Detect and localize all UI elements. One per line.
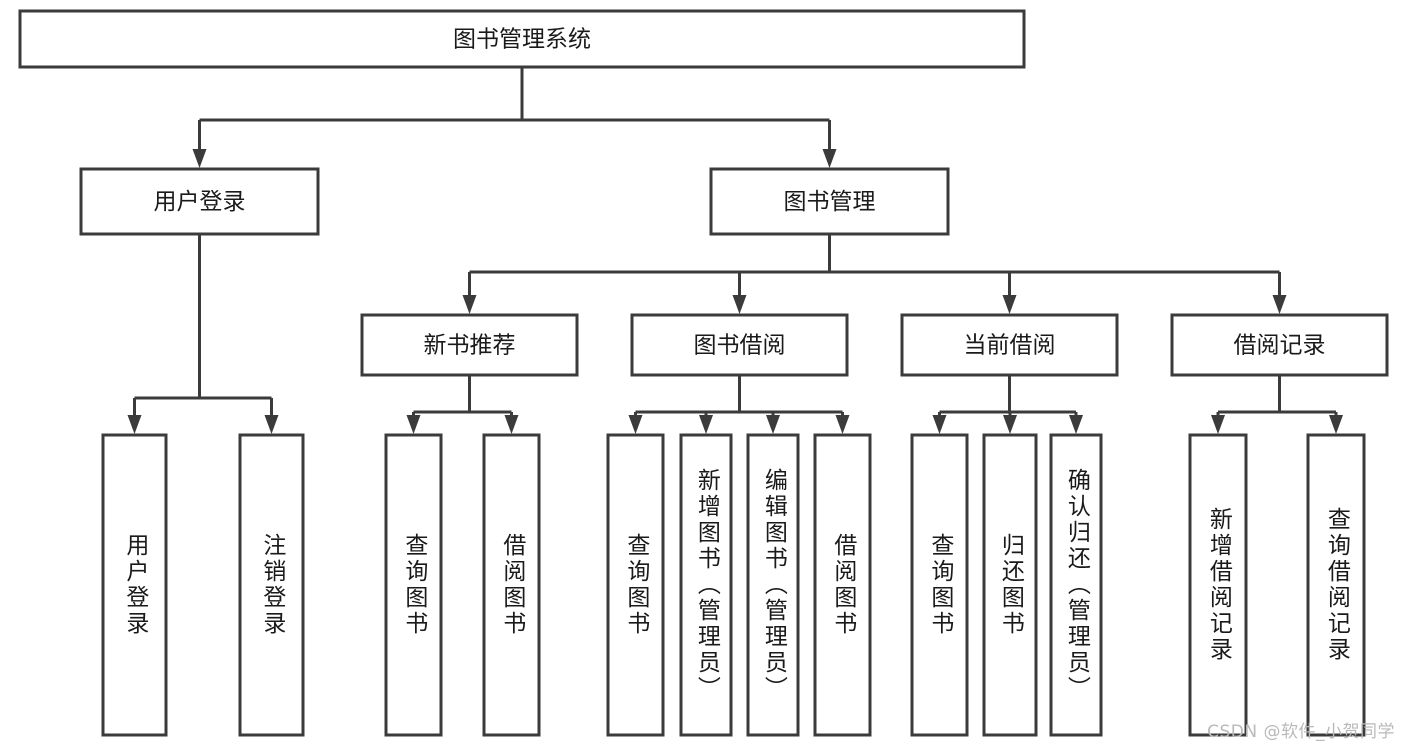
node-level3-2[interactable] bbox=[900, 313, 1119, 377]
arrow-head-icon-leaf-2 bbox=[406, 415, 421, 434]
node-level3-label-3: 借阅记录 bbox=[1234, 333, 1326, 359]
arrow-head-icon-leaf-4 bbox=[628, 415, 643, 434]
arrow-head-icon-root-to-level2-1 bbox=[822, 149, 837, 168]
node-leaf-7[interactable] bbox=[813, 433, 872, 737]
node-level2-0[interactable] bbox=[79, 167, 320, 236]
arrow-head-icon-leaf-3 bbox=[504, 415, 519, 434]
arrow-head-icon-leaf-10 bbox=[1069, 415, 1083, 434]
csdn-watermark: CSDN @软件_小贺同学 bbox=[1207, 722, 1395, 742]
node-level3-0[interactable] bbox=[360, 313, 579, 377]
node-leaf-1[interactable] bbox=[238, 433, 305, 737]
arrow-head-icon-root-to-level2-0 bbox=[192, 149, 207, 168]
node-leaf-9[interactable] bbox=[982, 433, 1038, 737]
node-leaf-6[interactable] bbox=[746, 433, 800, 737]
node-box-layer bbox=[18, 9, 1389, 737]
node-root-label: 图书管理系统 bbox=[453, 27, 591, 53]
node-leaf-12[interactable] bbox=[1306, 433, 1366, 737]
arrow-head-icon-leaf-7 bbox=[835, 415, 850, 434]
node-level3-label-1: 图书借阅 bbox=[694, 333, 786, 359]
node-leaf-2[interactable] bbox=[384, 433, 443, 737]
node-level3-1[interactable] bbox=[630, 313, 849, 377]
arrow-head-icon-leaf-11 bbox=[1211, 415, 1225, 434]
arrow-head-icon-level3-1 bbox=[732, 295, 747, 314]
node-level2-label-0: 用户登录 bbox=[154, 189, 246, 215]
arrow-head-icon-leaf-1 bbox=[264, 415, 279, 434]
arrow-head-icon-level3-2 bbox=[1002, 295, 1017, 314]
node-level2-label-1: 图书管理 bbox=[784, 189, 876, 215]
arrow-head-icon-level3-0 bbox=[462, 295, 477, 314]
node-level3-label-0: 新书推荐 bbox=[424, 333, 516, 359]
arrow-head-icon-leaf-9 bbox=[1003, 415, 1017, 434]
arrow-head-icon-leaf-6 bbox=[766, 415, 780, 434]
arrow-head-icon-leaf-12 bbox=[1329, 415, 1343, 434]
arrow-head-icon-leaf-0 bbox=[127, 415, 142, 434]
node-level3-3[interactable] bbox=[1170, 313, 1389, 377]
node-root[interactable] bbox=[18, 9, 1026, 69]
node-leaf-0[interactable] bbox=[101, 433, 168, 737]
arrow-head-icon-leaf-8 bbox=[932, 415, 947, 434]
node-level3-label-2: 当前借阅 bbox=[964, 333, 1056, 359]
connector-layer bbox=[127, 67, 1343, 434]
arrow-head-icon-level3-3 bbox=[1272, 295, 1287, 314]
node-leaf-10[interactable] bbox=[1049, 433, 1103, 737]
node-leaf-8[interactable] bbox=[910, 433, 969, 737]
node-leaf-5[interactable] bbox=[679, 433, 733, 737]
node-level2-1[interactable] bbox=[709, 167, 950, 236]
node-leaf-3[interactable] bbox=[482, 433, 541, 737]
node-leaf-11[interactable] bbox=[1188, 433, 1248, 737]
arrow-head-icon-leaf-5 bbox=[699, 415, 713, 434]
node-leaf-4[interactable] bbox=[606, 433, 665, 737]
